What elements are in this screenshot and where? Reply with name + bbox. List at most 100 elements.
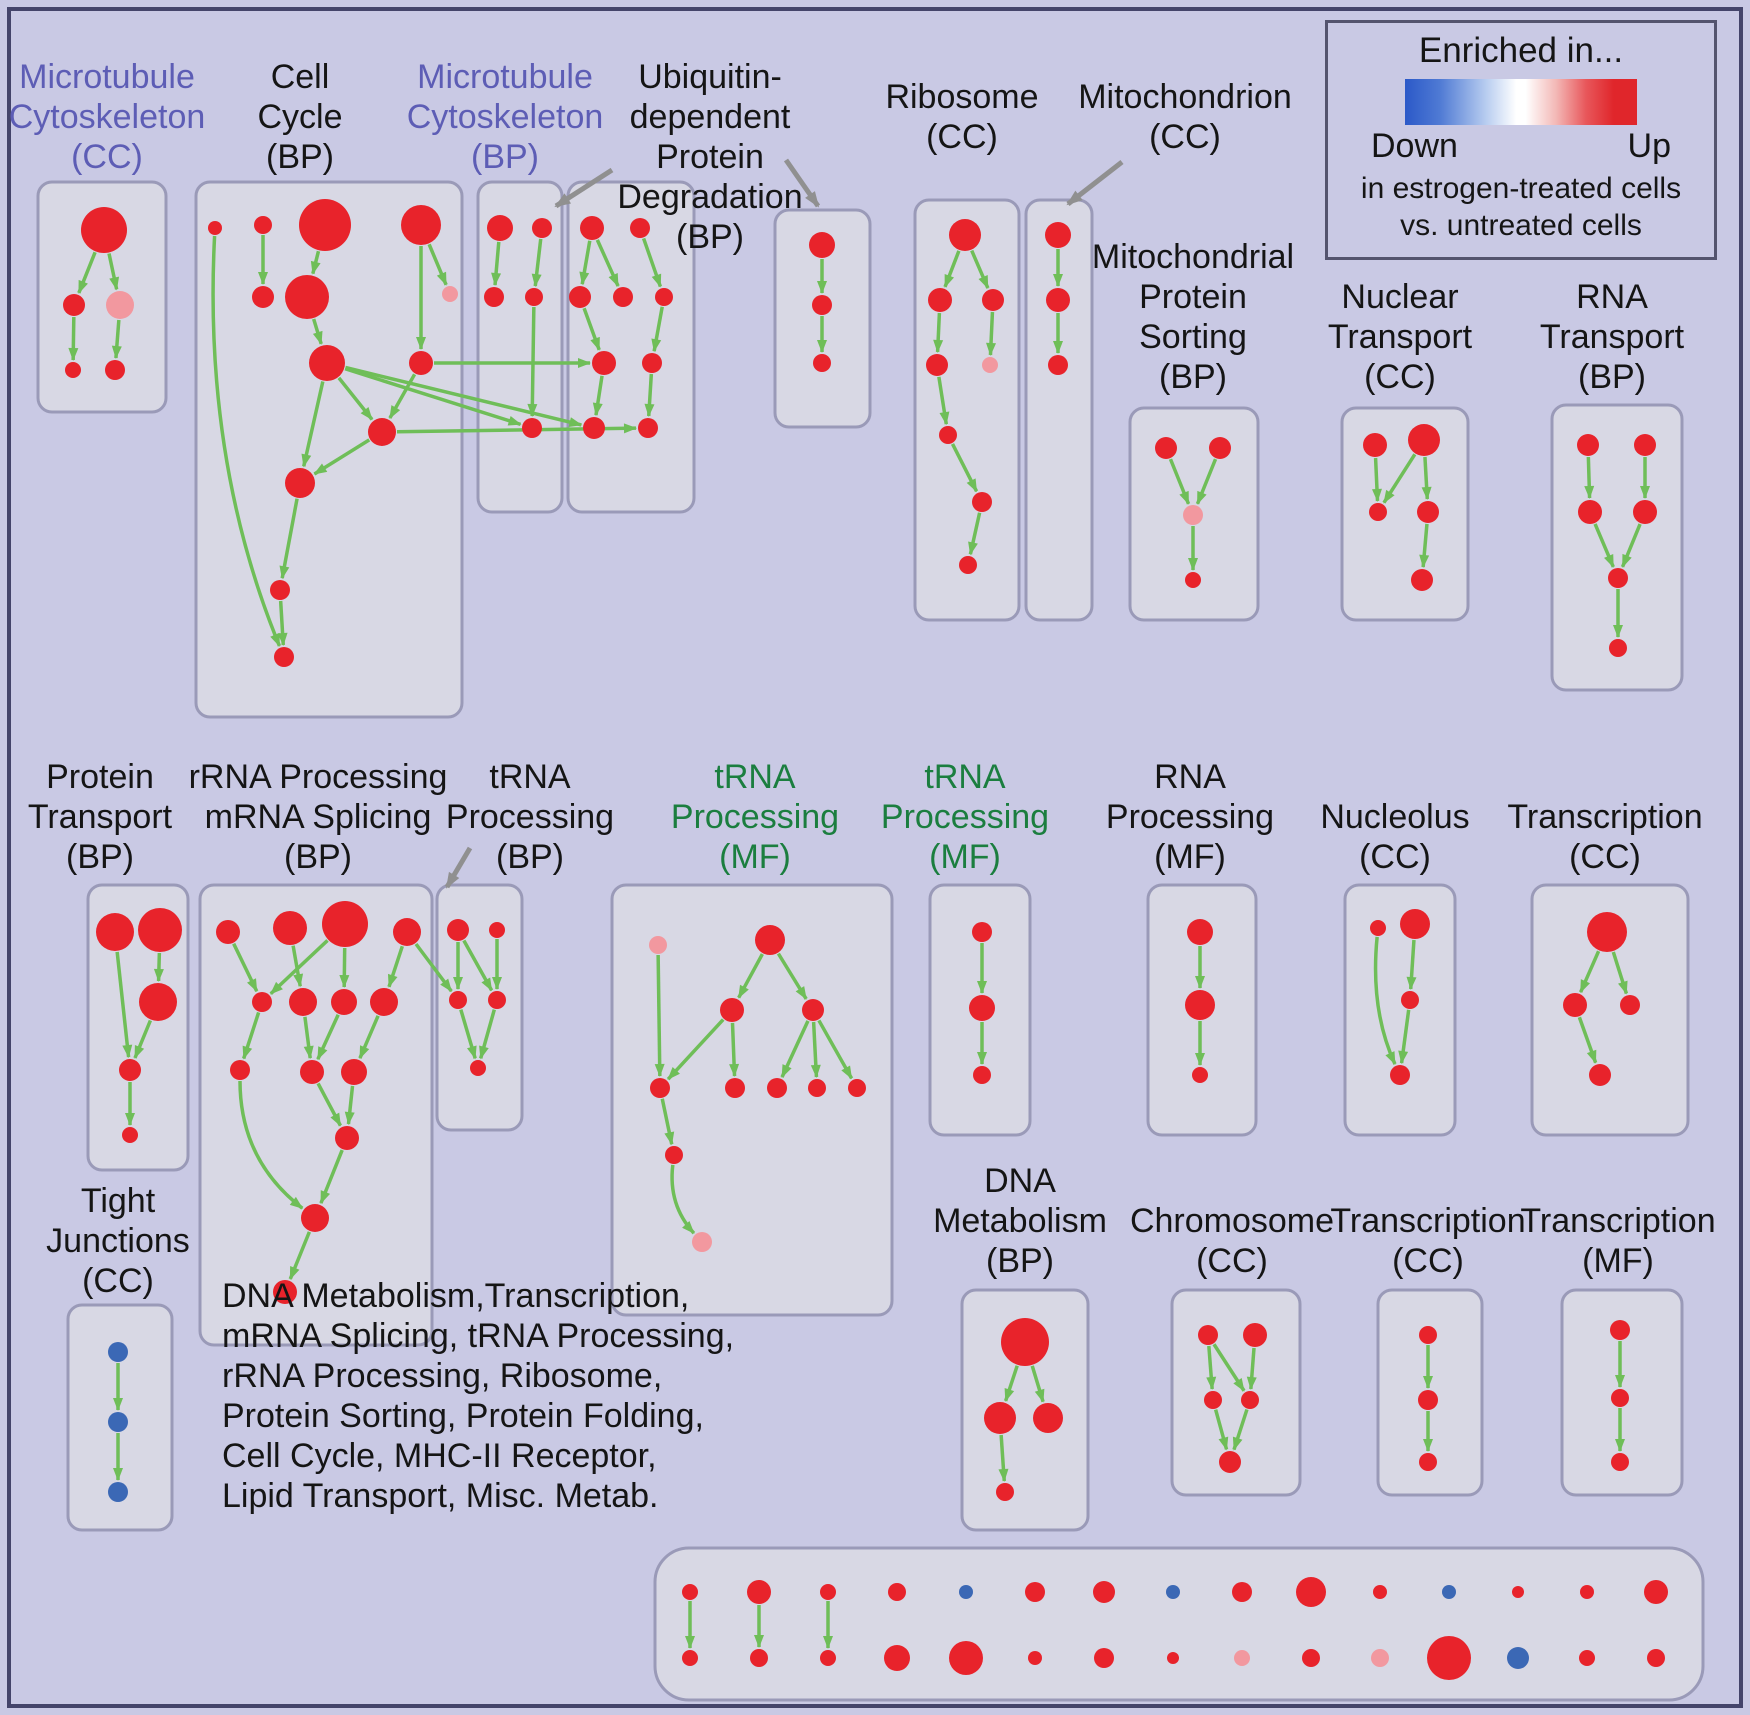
- edge-arrow: [933, 312, 944, 354]
- nucleolus-node-1: [1400, 909, 1430, 939]
- mito-cc-box: [1024, 198, 1094, 622]
- rrna-label: rRNA Processing: [189, 758, 448, 796]
- edge-arrow: [339, 947, 350, 989]
- rna-proc-mf-label: RNA: [1154, 758, 1226, 796]
- edge-arrow: [1382, 453, 1417, 504]
- transcription-cc-mid-node-1: [1563, 993, 1587, 1017]
- transcription-mf-node-0: [1610, 1320, 1630, 1340]
- tight-junctions-label: Junctions: [46, 1222, 190, 1260]
- edge-arrow: [1206, 1345, 1217, 1391]
- edge-arrow: [288, 1231, 311, 1280]
- edges: [68, 235, 1650, 1649]
- misc-strip-node-0: [682, 1584, 698, 1600]
- nuclear-transport-label: Transport: [1328, 318, 1473, 356]
- dna-metab-node-2: [1033, 1403, 1063, 1433]
- misc-strip-node-28: [1644, 1580, 1668, 1604]
- edge-arrow: [654, 954, 665, 1077]
- edge-arrow: [303, 1016, 314, 1060]
- nuclear-transport-label: Nuclear: [1341, 278, 1458, 316]
- cell-cycle-label: Cycle: [257, 98, 342, 136]
- edge-arrow: [1168, 458, 1191, 505]
- trna-bp-node-4: [470, 1060, 486, 1076]
- rna-transport-node-3: [1633, 500, 1657, 524]
- misc-strip-node-11: [1028, 1651, 1042, 1665]
- misc-strip-node-16: [1232, 1582, 1252, 1602]
- mito-cc-label: (CC): [1149, 118, 1221, 156]
- transcription-mf-node-2: [1611, 1453, 1629, 1471]
- edge-arrow: [337, 376, 374, 421]
- misc-strip-node-23: [1427, 1636, 1471, 1680]
- trna-mf-1-node-7: [808, 1079, 826, 1097]
- cell-cycle-node-9: [368, 418, 396, 446]
- cell-cycle-node-7: [309, 345, 345, 381]
- transcription-cc-low-node-1: [1418, 1390, 1438, 1410]
- ribosome-node-6: [972, 492, 992, 512]
- tight-junctions-node-0: [108, 1342, 128, 1362]
- rna-transport-node-2: [1578, 500, 1602, 524]
- rrna-node-12: [301, 1204, 329, 1232]
- ribosome-label: (CC): [926, 118, 998, 156]
- protein-transport-box: [86, 883, 190, 1172]
- legend-down-label: Down: [1371, 127, 1458, 165]
- mt-bp-label: (BP): [471, 138, 539, 176]
- mito-cc-label: Mitochondrion: [1078, 78, 1292, 116]
- ribosome-node-7: [959, 556, 977, 574]
- microtubule-cc-node-4: [105, 360, 125, 380]
- misc-strip-node-2: [747, 1580, 771, 1604]
- edge-arrow: [1421, 456, 1432, 501]
- rrna-node-1: [273, 911, 307, 945]
- microtubule-cc-node-0: [81, 207, 127, 253]
- edge-arrow: [462, 939, 494, 992]
- trna-mf-2-node-0: [972, 922, 992, 942]
- edge-arrow: [1593, 523, 1615, 568]
- edge-arrow: [943, 250, 961, 288]
- rrna-node-10: [341, 1059, 367, 1085]
- edge-arrow: [313, 438, 371, 476]
- cell-cycle-node-2: [299, 199, 351, 251]
- misc-strip-node-18: [1296, 1577, 1326, 1607]
- edge-arrow: [344, 367, 522, 427]
- trna-mf-1-node-4: [650, 1078, 670, 1098]
- transcription-cc-mid-node-0: [1587, 912, 1627, 952]
- nuclear-transport-label: (CC): [1364, 358, 1436, 396]
- protein-transport-node-3: [119, 1059, 141, 1081]
- trna-bp-label: Processing: [446, 798, 614, 836]
- edge-arrow: [387, 945, 404, 988]
- tight-junctions-node-2: [108, 1482, 128, 1502]
- trna-bp-node-1: [489, 922, 505, 938]
- trna-mf-2-label: (MF): [929, 838, 1001, 876]
- edge-arrow: [950, 443, 979, 493]
- edge-arrow: [316, 1014, 340, 1061]
- tight-junctions-label: (CC): [82, 1262, 154, 1300]
- nucleolus-node-2: [1401, 991, 1419, 1009]
- mito-sorting-node-1: [1209, 437, 1231, 459]
- nucleolus-label: Nucleolus: [1320, 798, 1469, 836]
- trna-mf-1-node-9: [665, 1146, 683, 1164]
- mt-bp-node-2: [484, 287, 504, 307]
- misc-strip-box: [653, 1546, 1705, 1702]
- trna-mf-1-node-6: [767, 1078, 787, 1098]
- cell-cycle-label: (BP): [266, 138, 334, 176]
- transcription-mf-label: Transcription: [1520, 1202, 1715, 1240]
- edge-arrow: [1030, 1365, 1045, 1403]
- rna-transport-label: RNA: [1576, 278, 1648, 316]
- edge-arrow: [651, 306, 664, 353]
- rna-proc-mf-node-2: [1192, 1067, 1208, 1083]
- cluster-labels: MicrotubuleCytoskeleton(CC)CellCycle(BP)…: [9, 58, 1716, 1300]
- chromosome-node-2: [1204, 1391, 1222, 1409]
- edge-arrow: [968, 512, 982, 556]
- nuclear-transport-node-4: [1411, 569, 1433, 591]
- ribosome-node-0: [949, 219, 981, 251]
- mito-sorting-label: Protein: [1139, 278, 1247, 316]
- ubiq-e-node-1: [812, 295, 832, 315]
- misc-strip-node-10: [1025, 1582, 1045, 1602]
- mito-sorting-node-2: [1183, 505, 1203, 525]
- cell-cycle-node-4: [252, 286, 274, 308]
- protein-transport-node-1: [138, 908, 182, 952]
- edge-arrow: [310, 250, 321, 275]
- ubiq-d-node-1: [630, 218, 650, 238]
- edge-arrow: [77, 251, 97, 294]
- transcription-cc-mid-label: (CC): [1569, 838, 1641, 876]
- edge-arrow: [531, 238, 543, 288]
- edge-arrow: [232, 942, 259, 993]
